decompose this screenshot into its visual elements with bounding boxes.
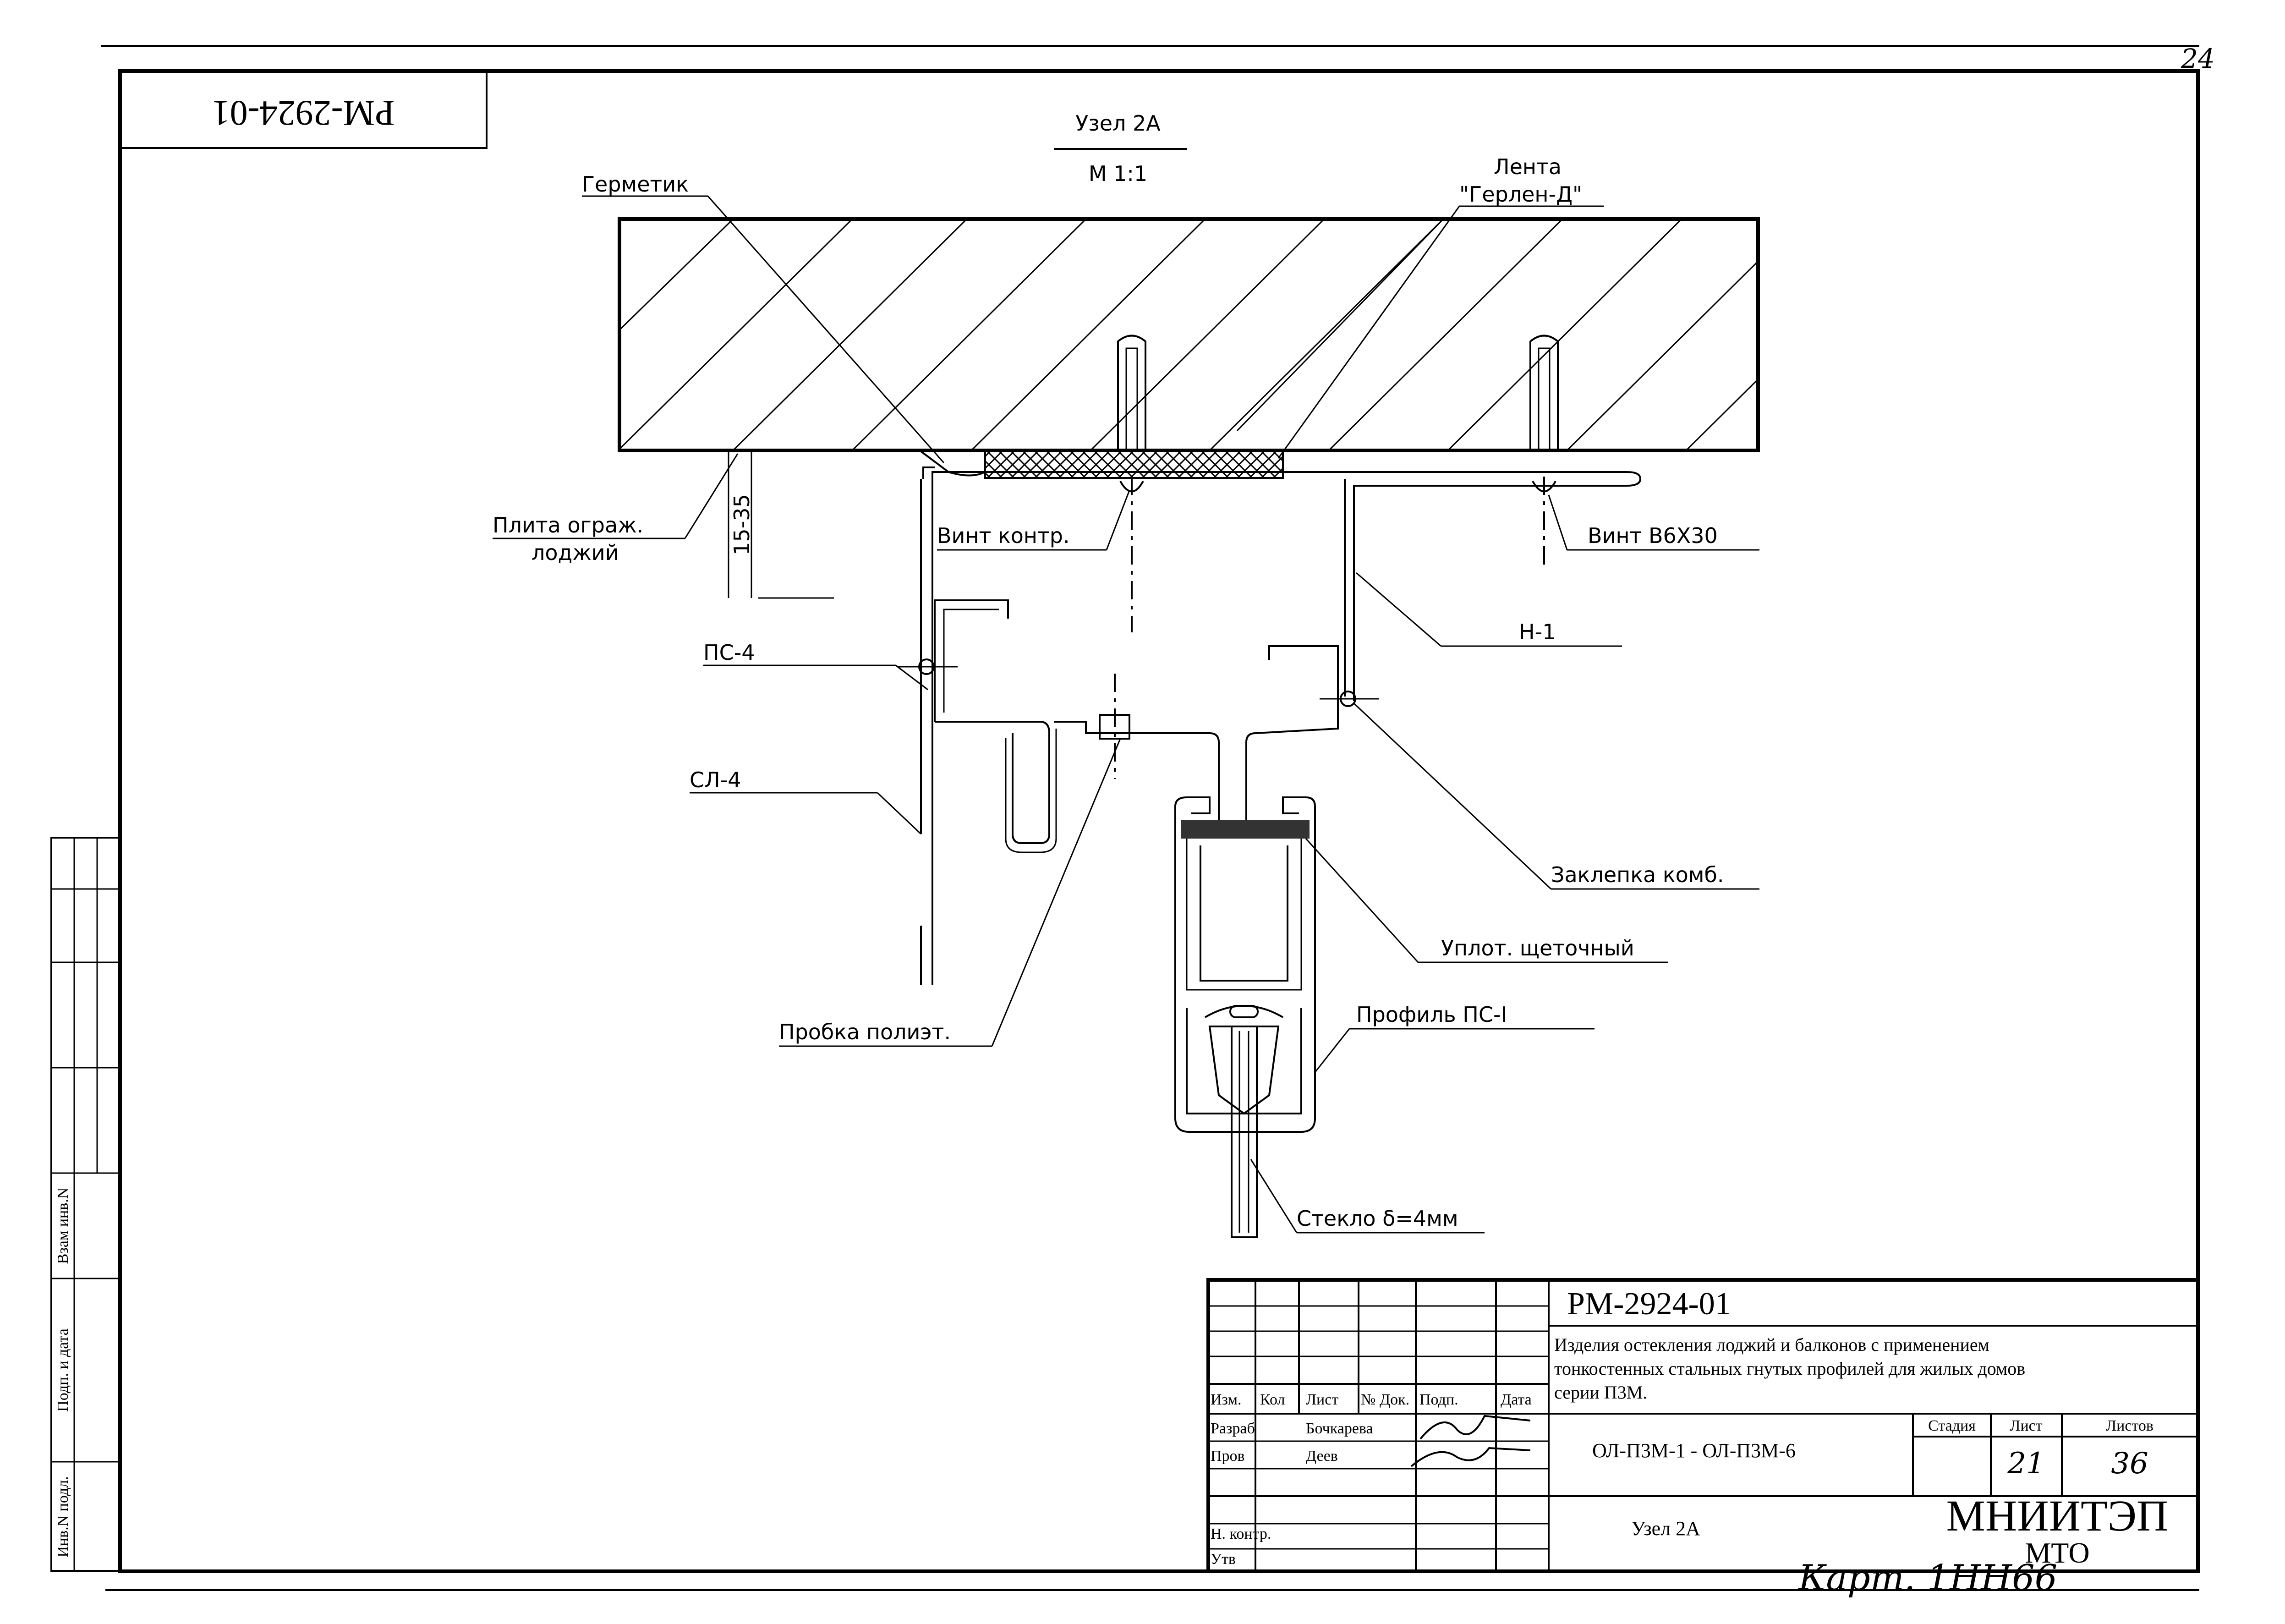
title-block: РМ-2924-01 Изделия остекления лоджий и б…: [1206, 1278, 2200, 1599]
col-data: Дата: [1501, 1391, 1532, 1408]
concrete-slab: [618, 217, 1760, 452]
screw-kontr: [1119, 477, 1144, 632]
side-stamp: Взам инв.N Подп. и дата Инв.N подл.: [50, 837, 121, 1572]
page-number: 24: [2181, 43, 2215, 74]
sheets-label: Листов: [2106, 1417, 2153, 1434]
row-prov-name: Деев: [1306, 1448, 1338, 1465]
svg-text:15-35: 15-35: [729, 494, 754, 555]
rotated-stamp-code: PM-2924-01: [212, 93, 395, 133]
row-razrab-name: Бочкарева: [1306, 1420, 1373, 1437]
label-zaklepka: Заклепка комб.: [1551, 862, 1724, 887]
title-block-designation: ОЛ-П3М-1 - ОЛ-П3М-6: [1592, 1439, 1796, 1462]
drawing-title: Узел 2А: [1075, 111, 1161, 136]
title-block-desc-2: тонкостенных стальных гнутых профилей дл…: [1554, 1358, 2025, 1379]
label-sl4: СЛ-4: [690, 768, 741, 792]
profile-ps4: [935, 645, 1339, 844]
label-steklo: Стекло δ=4мм: [1297, 1206, 1458, 1231]
sheets-count: 36: [2111, 1447, 2148, 1481]
title-block-desc-1: Изделия остекления лоджий и балконов с п…: [1554, 1334, 1989, 1355]
sheet-frame: [118, 69, 2200, 1573]
row-razrab-role: Разраб: [1211, 1420, 1255, 1437]
gerlen-tape: [984, 450, 1284, 479]
label-vint-b6x30: Винт В6Х30: [1588, 523, 1718, 548]
label-plita-2: лоджий: [532, 540, 619, 565]
rotated-stamp-box: [119, 70, 488, 149]
label-germetik: Герметик: [582, 172, 689, 197]
side-stamp-inv: Инв.N подл.: [55, 1476, 71, 1557]
title-block-node: Узел 2А: [1631, 1517, 1700, 1540]
label-lenta-1: Лента: [1494, 154, 1562, 179]
sheet-label: Лист: [2010, 1417, 2042, 1434]
callouts: Герметик Лента "Герлен-Д" Плита ограж. л…: [493, 154, 1759, 1234]
col-podp: Подп.: [1419, 1391, 1458, 1408]
dimension-15-35: 15-35: [728, 451, 834, 599]
col-list: Лист: [1306, 1391, 1338, 1408]
col-ndok: № Док.: [1361, 1391, 1409, 1408]
profile-ps1: [1174, 796, 1316, 1133]
title-block-code: РМ-2924-01: [1567, 1286, 1731, 1322]
label-vint-kontr: Винт контр.: [937, 523, 1070, 548]
profile-sl4: [920, 479, 933, 985]
brush-seal: [1181, 820, 1310, 839]
sheet-number: 21: [2007, 1447, 2044, 1481]
label-plita-1: Плита ограж.: [493, 513, 643, 538]
handwritten-note: Карт. 1НН66: [1797, 1558, 2057, 1599]
label-lenta-2: "Герлен-Д": [1459, 182, 1582, 207]
label-profil: Профиль ПС-I: [1356, 1002, 1507, 1027]
signature-prov: [1410, 1447, 1531, 1467]
profile-h1: [932, 471, 1642, 701]
glass-pane: [1231, 1026, 1258, 1238]
label-h1: Н-1: [1519, 620, 1556, 644]
row-prov-role: Пров: [1211, 1448, 1245, 1465]
col-izm: Изм.: [1211, 1391, 1242, 1408]
org-dept: МТО: [2025, 1536, 2089, 1569]
label-uplot: Уплот. щеточный: [1441, 936, 1634, 960]
org-name: МНИИТЭП: [1946, 1491, 2169, 1540]
drawing-scale: М 1:1: [1089, 161, 1147, 186]
label-probka: Пробка полиэт.: [779, 1020, 951, 1044]
side-stamp-podp: Подп. и дата: [55, 1328, 71, 1412]
screw-b6x30: [1532, 477, 1556, 568]
row-nkontr-role: Н. контр.: [1211, 1525, 1271, 1542]
row-utv-role: Утв: [1211, 1551, 1236, 1568]
label-ps4: ПС-4: [703, 640, 755, 665]
col-kol: Кол: [1260, 1391, 1285, 1408]
signature-razrab: [1419, 1415, 1531, 1440]
side-stamp-vzam: Взам инв.N: [55, 1188, 71, 1264]
stage-label: Стадия: [1928, 1417, 1976, 1434]
title-block-desc-3: серии П3М.: [1554, 1382, 1647, 1403]
